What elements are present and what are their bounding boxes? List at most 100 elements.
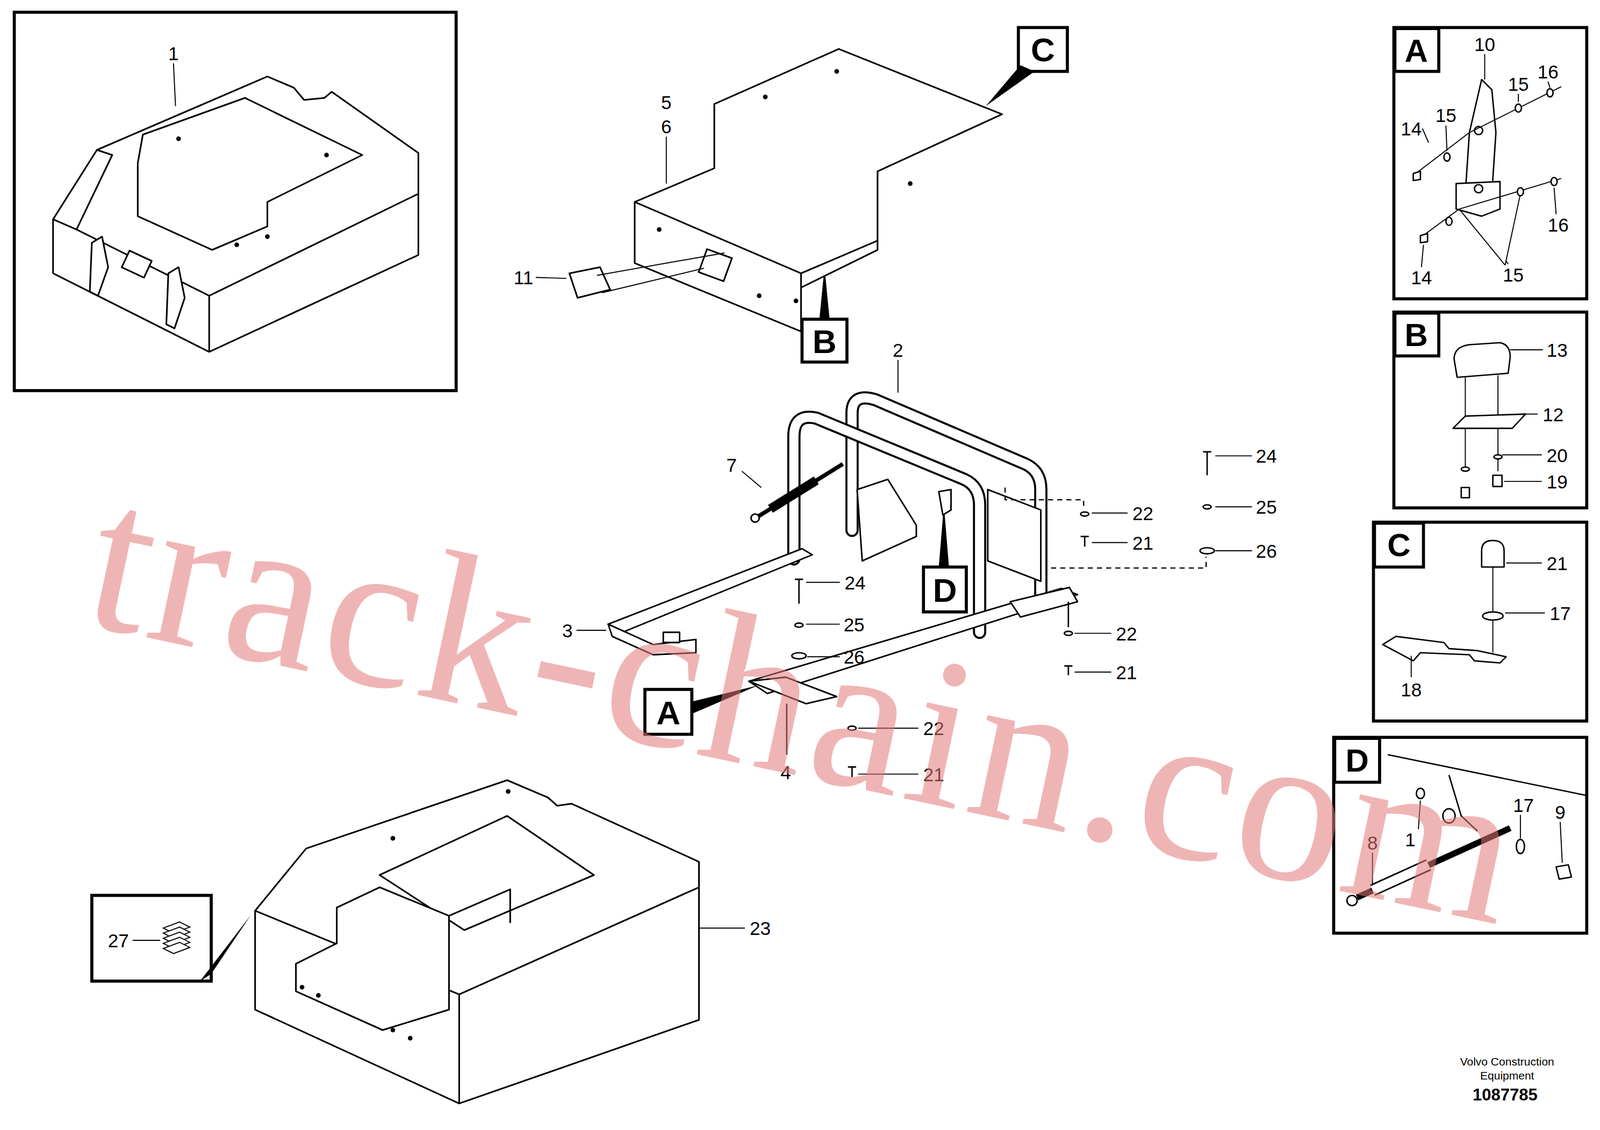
callout-number: 24 [1256, 446, 1277, 466]
bolt-detail [1481, 540, 1505, 568]
leader-line [1445, 125, 1447, 151]
support-frame [938, 489, 952, 515]
base-frame [1010, 587, 1078, 617]
closed-box [266, 234, 270, 239]
callout-number: 18 [1400, 680, 1422, 700]
gas-strut [757, 464, 843, 518]
lid-plate [698, 249, 733, 282]
latch-detail [1420, 233, 1428, 243]
callout-number: 13 [1546, 340, 1568, 360]
callout-number: 11 [513, 268, 534, 288]
leader-line [535, 277, 567, 279]
callout-number: 15 [1435, 105, 1457, 125]
leader-line [1484, 54, 1486, 80]
panel-frame [1018, 27, 1068, 72]
leader-line [1422, 128, 1429, 143]
callout-number: 7 [726, 455, 737, 475]
callout-number: 15 [1502, 264, 1524, 284]
lid-plate [597, 253, 725, 293]
fastener [1064, 631, 1073, 636]
panel-frame [1393, 312, 1587, 508]
callout-letter: D [933, 574, 958, 608]
support-frame [793, 398, 1041, 633]
leader-line [699, 927, 745, 929]
closed-box [235, 243, 239, 247]
latch-detail [1413, 171, 1421, 181]
closed-box [122, 250, 153, 278]
lid-plate [763, 95, 767, 99]
gas-strut [770, 480, 816, 509]
callout-number: 15 [1508, 74, 1530, 93]
bolt-detail [1492, 567, 1494, 653]
leader-line [1504, 612, 1545, 614]
leader-line [1547, 81, 1551, 88]
fastener [1200, 547, 1215, 554]
callout-pointer [199, 915, 251, 982]
leader-line [1504, 481, 1542, 483]
open-box [408, 1036, 412, 1040]
support-frame [987, 489, 1042, 582]
leader-line [1410, 655, 1412, 678]
callout-number: 16 [1537, 61, 1559, 81]
open-box [296, 887, 450, 1031]
panel-frame [801, 319, 848, 363]
handle-detail [1461, 487, 1470, 498]
closed-box [176, 137, 181, 141]
callout-number: 27 [108, 930, 129, 950]
callout-number: 10 [1474, 34, 1496, 54]
handle-detail [1453, 414, 1526, 429]
callout-number: 22 [1116, 623, 1138, 643]
leader-line [1522, 413, 1538, 415]
bolt-detail [1482, 612, 1504, 621]
detail-letter: C [1387, 529, 1411, 562]
closed-box [53, 76, 419, 352]
closed-box [208, 295, 211, 352]
panel-frame [1393, 27, 1587, 299]
footer-text: Volvo Construction Equipment [1437, 1055, 1577, 1084]
leader-line [1421, 245, 1424, 268]
callout-number: 21 [1546, 553, 1568, 573]
closed-box [53, 76, 419, 352]
leader-line [1560, 822, 1563, 864]
fastener [1067, 601, 1070, 628]
leader-line [1074, 633, 1111, 635]
fastener [1202, 505, 1211, 510]
leader-line [132, 940, 161, 942]
handle-detail [1454, 342, 1511, 378]
lid-plate [835, 69, 839, 74]
open-box [317, 994, 321, 998]
callout-number: 9 [1554, 802, 1566, 822]
fastener [1080, 512, 1089, 517]
latch-detail [1474, 184, 1483, 193]
leader-line [1517, 94, 1519, 103]
lid-plate [908, 182, 913, 186]
leader-line [173, 63, 176, 107]
callout-number: 19 [1546, 471, 1568, 491]
callout-number: 24 [844, 572, 866, 592]
latch-detail [1445, 217, 1452, 226]
leader-line [1554, 187, 1557, 214]
support-frame [857, 479, 917, 562]
lid-plate [800, 273, 802, 289]
lid-plate [569, 267, 611, 298]
strut-mount-detail [1555, 865, 1571, 880]
sheet-stack-icon [163, 922, 190, 954]
leader-line [1505, 261, 1509, 265]
lid-plate [569, 48, 1002, 332]
latch-detail [1551, 177, 1558, 186]
open-box [391, 1028, 395, 1032]
panel-frame [91, 895, 212, 981]
dashed-reference [1005, 487, 1084, 511]
closed-box [166, 267, 185, 329]
detail-letter: B [1404, 319, 1429, 352]
handle-detail [1494, 455, 1503, 460]
handle-detail [1453, 342, 1526, 498]
fastener [1080, 536, 1089, 547]
closed-box [76, 149, 112, 230]
leader-line [1215, 455, 1252, 457]
lid-plate [794, 299, 798, 303]
latch-detail [1515, 104, 1521, 113]
callout-pointer [985, 65, 1035, 106]
